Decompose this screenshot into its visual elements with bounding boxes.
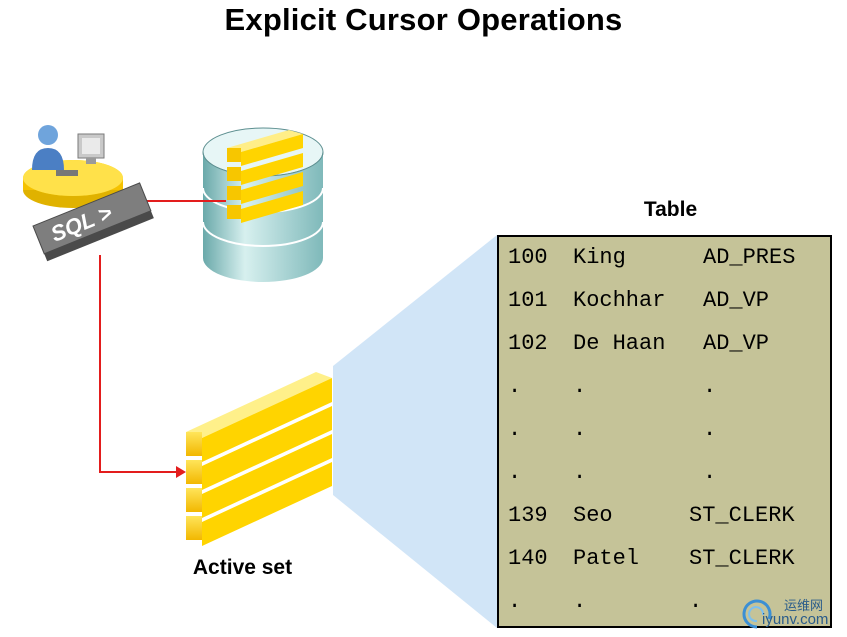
row-job: .: [689, 589, 703, 614]
row-name: Patel: [573, 546, 640, 571]
slide-title: Explicit Cursor Operations: [224, 2, 623, 37]
table-label: Table: [643, 198, 698, 221]
projection-wedge: [333, 235, 497, 628]
employee-table: 100 King AD_PRES 101 Kochhar AD_VP 102 D…: [497, 235, 832, 628]
active-set-label: Active set: [192, 556, 293, 579]
watermark-logo-icon: [742, 599, 772, 629]
row-name: .: [573, 589, 587, 614]
row-id: 100: [508, 245, 548, 270]
row-name: Kochhar: [573, 288, 666, 313]
watermark-en: iyunv.com: [762, 611, 829, 628]
row-id: 101: [508, 288, 548, 313]
row-job: ST_CLERK: [689, 503, 795, 528]
row-job: .: [703, 374, 717, 399]
connector-to-active-set: [99, 255, 176, 473]
row-job: ST_CLERK: [689, 546, 795, 571]
row-name: .: [573, 460, 587, 485]
row-name: .: [573, 374, 587, 399]
watermark: 运维网 iyunv.com: [740, 593, 844, 633]
arrowhead-icon: [176, 466, 186, 478]
row-job: .: [703, 460, 717, 485]
row-id: 139: [508, 503, 548, 528]
row-name: De Haan: [573, 331, 666, 356]
row-id: .: [508, 417, 522, 442]
row-id: .: [508, 374, 522, 399]
table-bars-icon: [227, 130, 303, 223]
row-id: .: [508, 460, 522, 485]
row-job: AD_VP: [703, 288, 770, 313]
row-name: King: [573, 245, 626, 270]
row-name: Seo: [573, 503, 613, 528]
row-id: 102: [508, 331, 548, 356]
row-job: AD_VP: [703, 331, 770, 356]
active-set-icon: [186, 372, 332, 546]
row-job: .: [703, 417, 717, 442]
row-name: .: [573, 417, 587, 442]
row-id: 140: [508, 546, 548, 571]
user-workstation-icon: [23, 125, 123, 208]
watermark-cn: 运维网: [784, 598, 824, 613]
row-id: .: [508, 589, 522, 614]
row-job: AD_PRES: [703, 245, 796, 270]
